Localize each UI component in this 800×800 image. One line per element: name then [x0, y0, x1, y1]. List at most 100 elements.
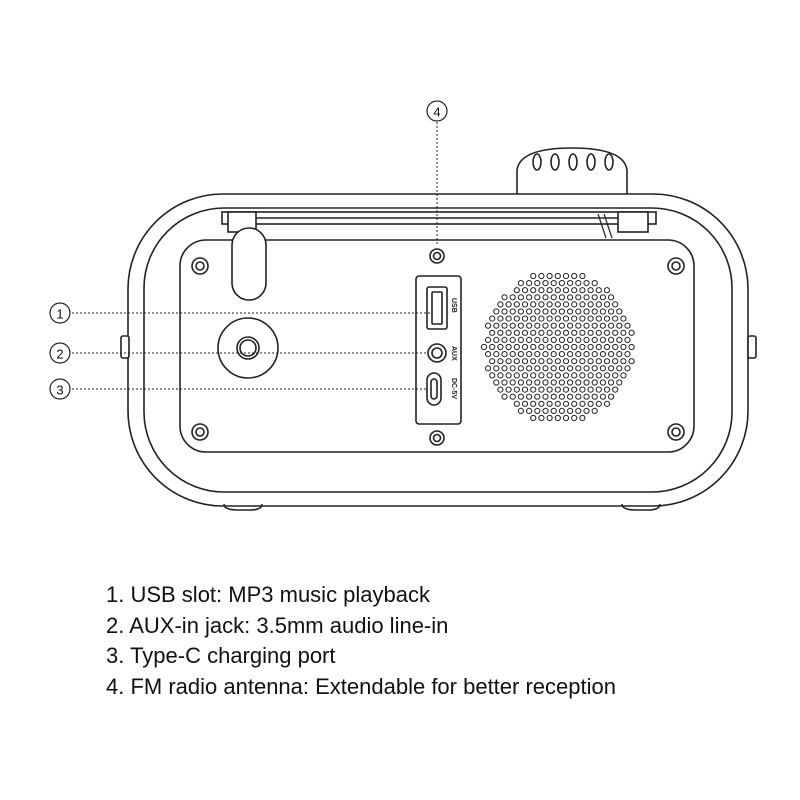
speaker-hole [542, 336, 549, 343]
speaker-hole [534, 351, 541, 358]
speaker-hole [583, 308, 590, 315]
callout-4-circle [426, 100, 448, 122]
speaker-hole [562, 301, 570, 308]
speaker-hole [530, 414, 537, 422]
speaker-hole [575, 336, 582, 343]
screw-bottom-left [191, 423, 209, 441]
speaker-hole [517, 336, 525, 343]
speaker-hole [591, 294, 598, 301]
speaker-hole [587, 329, 594, 336]
speaker-hole [538, 301, 545, 308]
speaker-hole [567, 393, 574, 400]
speaker-hole [526, 322, 533, 329]
speaker-hole [513, 372, 520, 379]
speaker-hole [493, 322, 500, 329]
speaker-hole [530, 287, 537, 294]
speaker-hole [603, 372, 611, 379]
callout-4-number: 4 [433, 105, 440, 120]
speaker-hole [612, 329, 619, 336]
speaker-hole [575, 379, 582, 386]
speaker-hole [579, 400, 586, 407]
speaker-hole [599, 308, 607, 315]
speaker-hole [550, 379, 557, 386]
speaker-hole [571, 287, 578, 294]
speaker-hole [595, 301, 602, 308]
side-button-left [120, 335, 130, 359]
speaker-hole [538, 414, 545, 422]
speaker-hole [530, 272, 537, 280]
speaker-hole [509, 393, 516, 400]
speaker-hole [628, 358, 635, 365]
speaker-hole [616, 322, 623, 329]
speaker-hole [485, 322, 492, 329]
speaker-hole [489, 358, 496, 365]
speaker-hole [567, 407, 574, 414]
speaker-hole [558, 294, 566, 301]
speaker-hole [526, 379, 533, 386]
side-button-right [747, 335, 757, 359]
speaker-hole [534, 393, 541, 400]
speaker-hole [579, 343, 586, 351]
speaker-hole [497, 386, 504, 393]
speaker-hole [608, 379, 615, 386]
speaker-hole [489, 343, 496, 351]
speaker-hole [595, 329, 602, 336]
speaker-hole [571, 386, 578, 393]
speaker-hole [517, 393, 525, 400]
speaker-hole [526, 393, 533, 400]
speaker-hole [591, 351, 598, 358]
speaker-hole [517, 294, 525, 301]
speaker-hole [530, 358, 537, 365]
speaker-hole [612, 301, 619, 308]
speaker-hole [620, 372, 627, 379]
callout-3-number: 3 [56, 383, 63, 398]
speaker-hole [521, 372, 529, 379]
speaker-hole [595, 372, 602, 379]
dc-port-label: DC-5V [450, 378, 457, 399]
speaker-hole [620, 315, 627, 322]
speaker-hole [579, 287, 586, 294]
speaker-hole [534, 365, 541, 372]
speaker-hole [505, 315, 512, 322]
speaker-hole [550, 393, 557, 400]
speaker-hole [579, 272, 586, 280]
speaker-hole [480, 343, 488, 351]
speaker-hole [587, 301, 594, 308]
speaker-hole [550, 407, 557, 414]
speaker-hole [595, 386, 602, 393]
speaker-hole [554, 400, 561, 407]
speaker-hole [571, 301, 578, 308]
speaker-hole [554, 372, 561, 379]
speaker-hole [542, 365, 549, 372]
mount-socket-outer [217, 317, 279, 379]
speaker-hole [497, 358, 504, 365]
speaker-hole [550, 365, 557, 372]
speaker-hole [558, 351, 566, 358]
speaker-hole [579, 329, 586, 336]
callout-1-circle [49, 302, 71, 324]
speaker-hole [583, 351, 590, 358]
speaker-hole [558, 322, 566, 329]
speaker-hole [595, 343, 602, 351]
speaker-hole [538, 343, 545, 351]
speaker-hole [513, 358, 520, 365]
speaker-hole [562, 315, 570, 322]
speaker-hole [550, 336, 557, 343]
speaker-hole [538, 372, 545, 379]
speaker-hole [571, 315, 578, 322]
speaker-hole [521, 343, 529, 351]
speaker-hole [550, 351, 557, 358]
speaker-hole [554, 287, 561, 294]
speaker-hole [546, 343, 553, 351]
speaker-hole [554, 414, 561, 422]
callout-2-circle [49, 342, 71, 364]
speaker-hole [509, 336, 516, 343]
speaker-hole [587, 315, 594, 322]
speaker-hole [612, 372, 619, 379]
speaker-hole [513, 287, 520, 294]
speaker-hole [595, 400, 602, 407]
speaker-hole [505, 329, 512, 336]
speaker-hole [583, 294, 590, 301]
speaker-hole [485, 351, 492, 358]
speaker-hole [595, 315, 602, 322]
